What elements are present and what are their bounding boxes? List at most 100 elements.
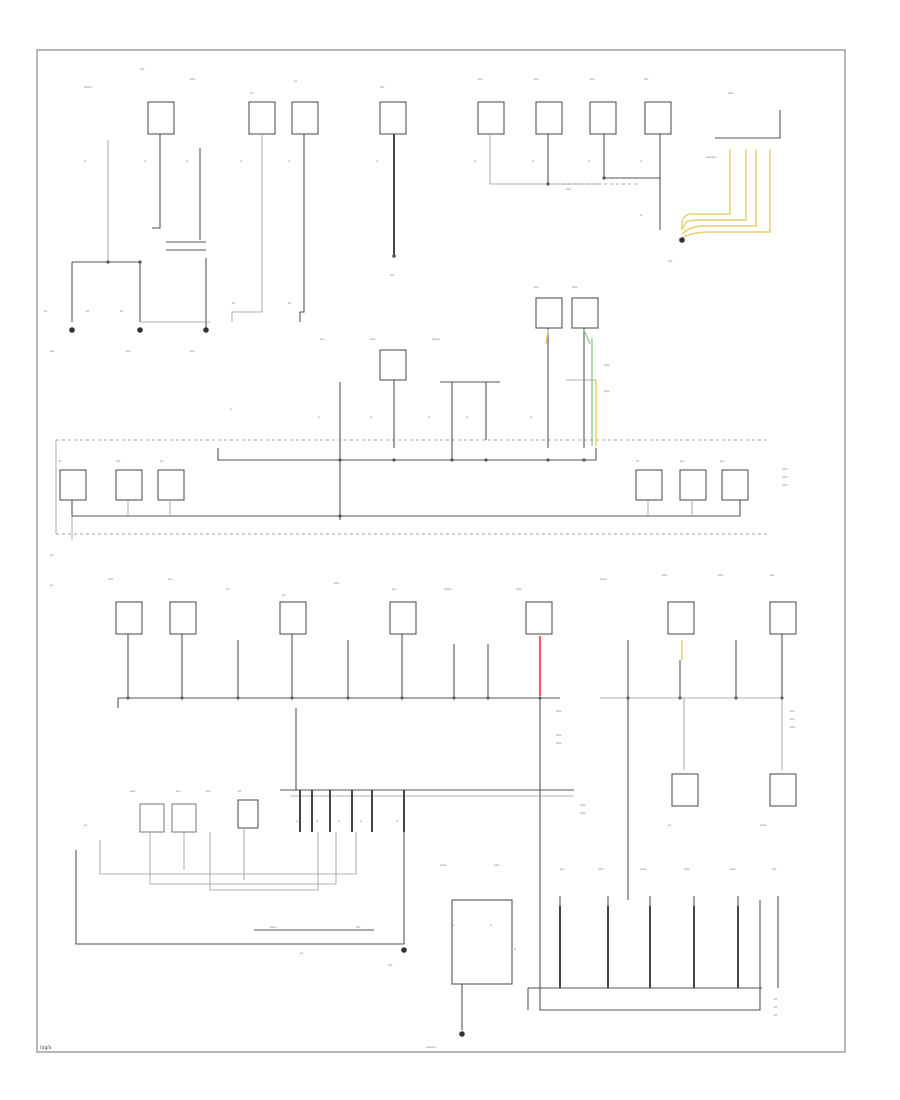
svg-text:▪▪▪: ▪▪▪ <box>250 91 253 95</box>
svg-text:▪▪▪: ▪▪▪ <box>44 309 47 313</box>
svg-text:▪▪▪▪: ▪▪▪▪ <box>190 349 194 353</box>
connector <box>139 803 165 833</box>
component-box <box>679 469 707 501</box>
component-box <box>535 101 563 135</box>
svg-text:▪▪▪▪: ▪▪▪▪ <box>478 77 482 81</box>
svg-text:▪▪▪▪▪▪▪: ▪▪▪▪▪▪▪ <box>432 337 439 341</box>
svg-text:▪▪▪: ▪▪▪ <box>636 459 639 463</box>
svg-text:▪▪▪▪▪: ▪▪▪▪▪ <box>370 337 375 341</box>
svg-text:▪▪▪▪▪: ▪▪▪▪▪ <box>790 725 795 729</box>
ground-point <box>137 327 143 333</box>
svg-text:▪▪: ▪▪ <box>474 159 476 163</box>
svg-text:▪▪▪: ▪▪▪ <box>300 951 303 955</box>
svg-text:▪▪▪▪: ▪▪▪▪ <box>176 789 180 793</box>
component-box <box>477 101 505 135</box>
component-box <box>115 469 143 501</box>
svg-text:▪▪▪▪: ▪▪▪▪ <box>560 867 564 871</box>
svg-text:▪▪: ▪▪ <box>376 159 378 163</box>
svg-text:▪▪▪▪: ▪▪▪▪ <box>720 459 724 463</box>
ground-point <box>679 237 685 243</box>
svg-text:▪▪▪▪: ▪▪▪▪ <box>644 77 648 81</box>
svg-text:▪▪▪: ▪▪▪ <box>774 997 777 1001</box>
svg-text:▪▪▪▪▪: ▪▪▪▪▪ <box>662 573 667 577</box>
svg-text:▪▪▪▪▪: ▪▪▪▪▪ <box>556 733 561 737</box>
svg-text:▪▪▪▪: ▪▪▪▪ <box>534 285 538 289</box>
svg-text:▪▪▪▪▪: ▪▪▪▪▪ <box>130 789 135 793</box>
svg-text:▪▪▪▪▪▪: ▪▪▪▪▪▪ <box>640 867 646 871</box>
svg-text:▪▪▪: ▪▪▪ <box>232 301 235 305</box>
svg-text:▪▪▪▪: ▪▪▪▪ <box>168 577 172 581</box>
svg-text:▪▪▪▪▪: ▪▪▪▪▪ <box>190 77 195 81</box>
svg-text:▪▪▪▪▪: ▪▪▪▪▪ <box>782 475 787 479</box>
svg-text:▪▪▪▪: ▪▪▪▪ <box>770 573 774 577</box>
svg-text:▪▪▪▪▪: ▪▪▪▪▪ <box>730 867 735 871</box>
svg-text:▪▪: ▪▪ <box>490 923 492 927</box>
svg-text:▪▪: ▪▪ <box>230 407 232 411</box>
svg-text:▪▪▪▪▪: ▪▪▪▪▪ <box>580 811 585 815</box>
svg-text:▪▪▪▪: ▪▪▪▪ <box>390 273 394 277</box>
component-box <box>769 601 797 635</box>
svg-text:▪▪▪▪▪: ▪▪▪▪▪ <box>782 467 787 471</box>
svg-text:▪▪▪: ▪▪▪ <box>50 553 53 557</box>
svg-text:▪▪▪▪▪▪▪▪▪: ▪▪▪▪▪▪▪▪▪ <box>426 1045 436 1049</box>
svg-text:▪▪▪▪▪: ▪▪▪▪▪ <box>556 709 561 713</box>
svg-text:▪▪▪▪▪▪: ▪▪▪▪▪▪ <box>600 577 606 581</box>
component-box <box>721 469 749 501</box>
connector <box>171 803 197 833</box>
svg-text:▪▪▪: ▪▪▪ <box>226 587 229 591</box>
component-box <box>635 469 663 501</box>
svg-text:▪▪▪▪: ▪▪▪▪ <box>320 337 324 341</box>
component-box <box>147 101 175 135</box>
svg-text:▪▪▪: ▪▪▪ <box>238 789 241 793</box>
svg-text:▪▪: ▪▪ <box>396 819 398 823</box>
svg-text:▪▪▪: ▪▪▪ <box>282 593 285 597</box>
svg-text:▪▪▪▪: ▪▪▪▪ <box>380 85 384 89</box>
svg-text:▪▪: ▪▪ <box>452 923 454 927</box>
svg-text:▪▪: ▪▪ <box>530 415 532 419</box>
svg-text:▪▪▪: ▪▪▪ <box>50 583 53 587</box>
svg-text:▪▪: ▪▪ <box>360 819 362 823</box>
svg-text:▪▪: ▪▪ <box>318 415 320 419</box>
svg-text:▪▪▪▪: ▪▪▪▪ <box>590 77 594 81</box>
svg-text:▪▪▪▪: ▪▪▪▪ <box>680 459 684 463</box>
svg-text:▪▪▪▪▪: ▪▪▪▪▪ <box>580 803 585 807</box>
component-box <box>379 349 407 381</box>
svg-text:▪▪▪▪▪: ▪▪▪▪▪ <box>556 741 561 745</box>
svg-text:▪▪▪▪▪: ▪▪▪▪▪ <box>604 363 609 367</box>
svg-text:▪▪▪▪▪: ▪▪▪▪▪ <box>566 187 571 191</box>
component-box <box>451 899 513 985</box>
svg-text:▪▪▪▪▪: ▪▪▪▪▪ <box>684 867 689 871</box>
svg-text:▪▪: ▪▪ <box>288 159 290 163</box>
component-box <box>571 297 599 329</box>
component-box <box>59 469 87 501</box>
svg-text:▪▪▪▪: ▪▪▪▪ <box>772 867 776 871</box>
svg-text:▪▪▪▪▪▪: ▪▪▪▪▪▪ <box>270 925 276 929</box>
component-box <box>291 101 319 135</box>
svg-text:▪▪▪: ▪▪▪ <box>774 1005 777 1009</box>
component-box <box>248 101 276 135</box>
component-box <box>671 773 699 807</box>
svg-text:▪▪▪▪: ▪▪▪▪ <box>392 587 396 591</box>
svg-text:▪▪: ▪▪ <box>466 415 468 419</box>
svg-text:▪▪▪: ▪▪▪ <box>84 823 87 827</box>
bottom-left-section: ▪▪▪▪▪▪▪▪▪▪▪▪ ▪▪▪▪▪▪▪▪▪ ▪▪▪▪▪▪ ▪▪▪▪▪▪▪▪▪▪… <box>75 708 585 967</box>
svg-text:▪▪▪: ▪▪▪ <box>294 79 297 83</box>
lower-bus-row: ▪▪▪▪▪▪▪▪▪▪▪▪ ▪▪▪▪▪▪▪▪▪▪▪▪ ▪▪▪▪▪▪▪▪▪▪▪▪▪▪… <box>108 573 797 900</box>
svg-text:▪▪▪▪▪: ▪▪▪▪▪ <box>334 581 339 585</box>
component-box <box>644 101 672 135</box>
svg-text:▪▪: ▪▪ <box>296 819 298 823</box>
svg-text:▪▪: ▪▪ <box>186 159 188 163</box>
ground-point <box>203 327 209 333</box>
svg-text:▪▪▪▪: ▪▪▪▪ <box>534 77 538 81</box>
svg-text:▪▪▪▪▪: ▪▪▪▪▪ <box>108 577 113 581</box>
svg-text:▪▪: ▪▪ <box>316 819 318 823</box>
svg-text:▪▪: ▪▪ <box>532 159 534 163</box>
svg-text:▪▪▪: ▪▪▪ <box>86 309 89 313</box>
svg-text:▪▪: ▪▪ <box>84 159 86 163</box>
svg-text:▪▪▪▪: ▪▪▪▪ <box>388 963 392 967</box>
svg-text:▪▪▪▪▪▪▪▪▪: ▪▪▪▪▪▪▪▪▪ <box>706 155 716 159</box>
component-box <box>525 601 553 635</box>
svg-text:▪▪▪▪▪: ▪▪▪▪▪ <box>604 389 609 393</box>
svg-text:▪▪▪: ▪▪▪ <box>668 823 671 827</box>
